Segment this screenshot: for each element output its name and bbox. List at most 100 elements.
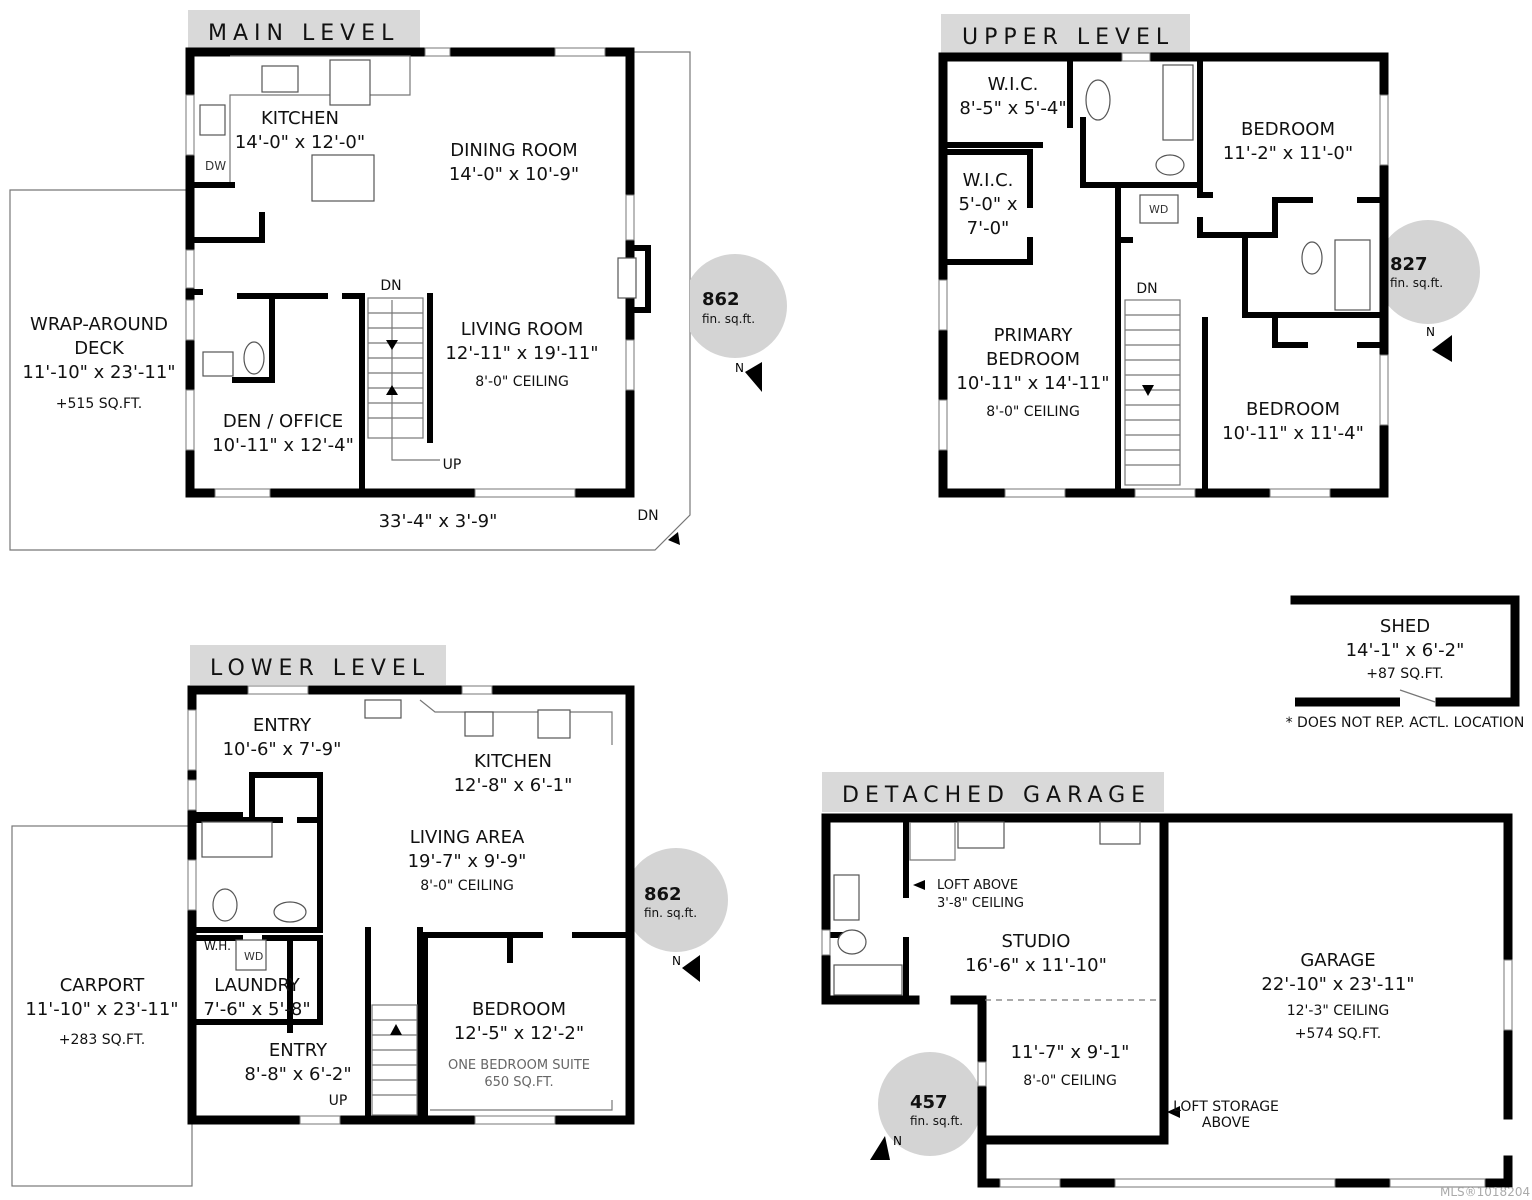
primary-dims: 10'-11" x 14'-11" bbox=[956, 373, 1109, 394]
dining-dims: 14'-0" x 10'-9" bbox=[449, 164, 579, 185]
north-arrow-icon bbox=[1432, 335, 1452, 362]
primary-name-2: BEDROOM bbox=[986, 349, 1080, 370]
dining-name: DINING ROOM bbox=[450, 140, 577, 161]
upper-level: UPPER LEVEL 827 fin. sq.ft. N WD DN W.I.… bbox=[938, 14, 1480, 498]
main-area-unit: fin. sq.ft. bbox=[702, 312, 755, 326]
garage-dims: 22'-10" x 23'-11" bbox=[1261, 974, 1414, 995]
living-ceiling: 8'-0" CEILING bbox=[475, 374, 569, 390]
alcove-dims: 11'-7" x 9'-1" bbox=[1011, 1042, 1130, 1063]
lower-area-unit: fin. sq.ft. bbox=[644, 906, 697, 920]
garage-north-label: N bbox=[893, 1134, 902, 1148]
lower-wd-label: WD bbox=[244, 950, 263, 963]
laundry-dims: 7'-6" x 5'-8" bbox=[203, 999, 310, 1020]
kitchen-island bbox=[311, 154, 375, 202]
main-stair-up: UP bbox=[443, 457, 462, 473]
garage-title: DETACHED GARAGE bbox=[842, 783, 1151, 808]
deck-strip-dims: 33'-4" x 3'-9" bbox=[379, 511, 498, 532]
lower-level-title: LOWER LEVEL bbox=[210, 656, 430, 681]
lower-wh-label: W.H. bbox=[204, 939, 231, 953]
suite-area: 650 SQ.FT. bbox=[484, 1075, 553, 1090]
wic2-dims-1: 5'-0" x bbox=[958, 194, 1017, 215]
kitchen-name: KITCHEN bbox=[261, 108, 339, 129]
wic1-dims: 8'-5" x 5'-4" bbox=[959, 98, 1066, 119]
studio-name: STUDIO bbox=[1002, 931, 1071, 952]
lower-area-value: 862 bbox=[644, 884, 682, 905]
wic2-dims-2: 7'-0" bbox=[967, 218, 1010, 239]
bedroom1-name: BEDROOM bbox=[1241, 119, 1335, 140]
lower-kitchen-name: KITCHEN bbox=[474, 751, 552, 772]
shed-name: SHED bbox=[1380, 616, 1430, 637]
shed: SHED 14'-1" x 6'-2" +87 SQ.FT. * DOES NO… bbox=[1286, 595, 1525, 731]
kitchen-dims: 14'-0" x 12'-0" bbox=[235, 132, 365, 153]
garage-area-unit: fin. sq.ft. bbox=[910, 1114, 963, 1128]
bedroom2-name: BEDROOM bbox=[1246, 399, 1340, 420]
lower-kitchen-dims: 12'-8" x 6'-1" bbox=[454, 775, 573, 796]
wic1-name: W.I.C. bbox=[988, 74, 1039, 95]
main-stairs bbox=[367, 297, 440, 461]
studio-dims: 16'-6" x 11'-10" bbox=[965, 955, 1107, 976]
primary-ceiling: 8'-0" CEILING bbox=[986, 404, 1080, 420]
living-area-ceiling: 8'-0" CEILING bbox=[420, 878, 514, 894]
garage-ceiling: 12'-3" CEILING bbox=[1287, 1003, 1390, 1019]
deck-stair-arrow-icon bbox=[668, 532, 680, 545]
lower-level: LOWER LEVEL 862 fin. sq.ft. N WD W.H. UP… bbox=[11, 645, 728, 1187]
main-level-title-band bbox=[188, 10, 420, 50]
shed-extra: +87 SQ.FT. bbox=[1366, 666, 1444, 682]
wic2-name: W.I.C. bbox=[963, 170, 1014, 191]
deck-dims: 11'-10" x 23'-11" bbox=[22, 362, 175, 383]
upper-level-title: UPPER LEVEL bbox=[962, 25, 1174, 50]
deck-name-2: DECK bbox=[74, 338, 125, 359]
lower-stairs bbox=[371, 1004, 418, 1116]
main-level: MAIN LEVEL 862 fin. sq.ft. N DW bbox=[9, 10, 787, 551]
loft-storage-label-2: ABOVE bbox=[1202, 1115, 1250, 1131]
bedroom1-dims: 11'-2" x 11'-0" bbox=[1223, 143, 1353, 164]
north-arrow-icon bbox=[745, 362, 762, 392]
loft-ceiling-label: 3'-8" CEILING bbox=[937, 896, 1024, 911]
living-area-name: LIVING AREA bbox=[410, 827, 525, 848]
deck-name-1: WRAP-AROUND bbox=[30, 314, 168, 335]
upper-north-label: N bbox=[1426, 325, 1435, 339]
entry1-name: ENTRY bbox=[253, 715, 312, 736]
dishwasher-label: DW bbox=[205, 159, 226, 173]
shed-dims: 14'-1" x 6'-2" bbox=[1346, 640, 1465, 661]
shed-disclaimer: * DOES NOT REP. ACTL. LOCATION bbox=[1286, 715, 1525, 731]
den-dims: 10'-11" x 12'-4" bbox=[212, 435, 354, 456]
living-dims: 12'-11" x 19'-11" bbox=[445, 343, 598, 364]
garage-extra: +574 SQ.FT. bbox=[1295, 1026, 1381, 1042]
upper-stairs bbox=[1124, 299, 1181, 486]
main-north-label: N bbox=[735, 361, 744, 375]
laundry-name: LAUNDRY bbox=[214, 975, 301, 996]
main-exterior-walls bbox=[185, 47, 635, 498]
carport-dims: 11'-10" x 23'-11" bbox=[25, 999, 178, 1020]
north-arrow-icon bbox=[870, 1136, 890, 1160]
upper-stair-dn: DN bbox=[1136, 281, 1157, 297]
detached-garage: DETACHED GARAGE 457 fin. sq.ft. N LOFT A… bbox=[821, 772, 1513, 1188]
entry2-dims: 8'-8" x 6'-2" bbox=[244, 1064, 351, 1085]
deck-outline bbox=[9, 51, 691, 551]
main-area-badge bbox=[690, 254, 787, 358]
mls-watermark: MLS®1018204 bbox=[1440, 1185, 1530, 1199]
alcove-ceiling: 8'-0" CEILING bbox=[1023, 1073, 1117, 1089]
carport-extra: +283 SQ.FT. bbox=[59, 1032, 145, 1048]
living-name: LIVING ROOM bbox=[461, 319, 583, 340]
deck-stair-dn: DN bbox=[637, 508, 658, 524]
bedroom2-dims: 10'-11" x 11'-4" bbox=[1222, 423, 1364, 444]
main-level-title: MAIN LEVEL bbox=[208, 21, 399, 46]
lower-north-label: N bbox=[672, 954, 681, 968]
primary-name-1: PRIMARY bbox=[994, 325, 1074, 346]
entry2-name: ENTRY bbox=[269, 1040, 328, 1061]
garage-area-value: 457 bbox=[910, 1092, 948, 1113]
loft-above-label: LOFT ABOVE bbox=[937, 878, 1018, 893]
main-stair-dn: DN bbox=[380, 278, 401, 294]
upper-area-unit: fin. sq.ft. bbox=[1390, 276, 1443, 290]
main-area-value: 862 bbox=[702, 289, 740, 310]
garage-name: GARAGE bbox=[1300, 950, 1375, 971]
carport-name: CARPORT bbox=[60, 975, 146, 996]
suite-label: ONE BEDROOM SUITE bbox=[448, 1058, 590, 1073]
entry1-dims: 10'-6" x 7'-9" bbox=[223, 739, 342, 760]
north-arrow-icon bbox=[682, 955, 700, 982]
upper-wd-label: WD bbox=[1149, 203, 1168, 216]
lower-stair-up: UP bbox=[329, 1093, 348, 1109]
upper-area-value: 827 bbox=[1390, 254, 1428, 275]
